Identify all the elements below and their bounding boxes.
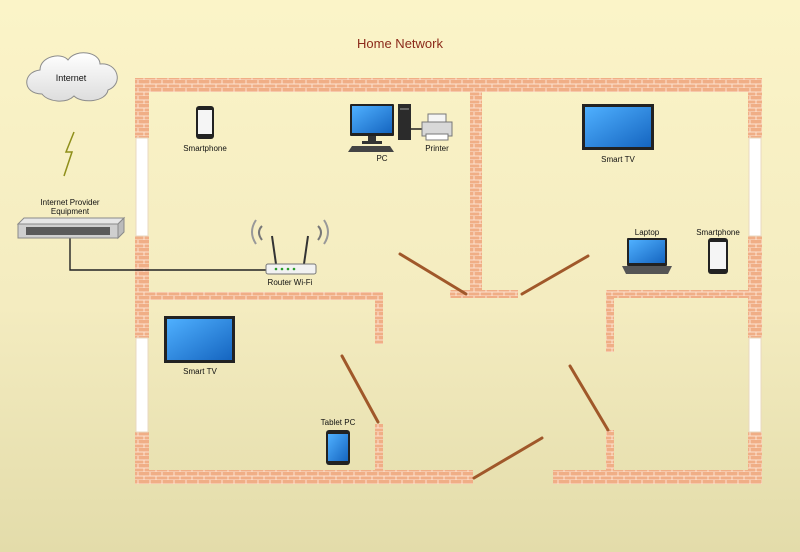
wall-center-stub-right	[482, 290, 518, 298]
pc-icon	[348, 104, 411, 152]
smart-tv-icon	[582, 104, 654, 150]
wall-right-room-horizontal	[606, 290, 748, 298]
wall-left-room-vertical	[375, 300, 383, 344]
laptop-label: Laptop	[634, 228, 660, 237]
wall-bottom-left	[135, 470, 473, 484]
lightning-icon	[63, 131, 75, 177]
smartphone-icon	[708, 238, 728, 274]
wall-left-upper	[135, 78, 149, 138]
router-label: Router Wi-Fi	[267, 278, 313, 287]
door-1	[398, 252, 468, 296]
tablet-icon	[326, 430, 350, 465]
smart-tv-label: Smart TV	[183, 367, 217, 376]
pc-label: PC	[376, 154, 388, 163]
smart-tv-icon	[164, 316, 235, 363]
internet-cloud-icon	[26, 52, 118, 102]
window-right-upper	[748, 137, 762, 237]
provider-switch-icon	[16, 216, 126, 240]
window-left-upper	[135, 137, 149, 237]
wall-right-mid	[748, 236, 762, 338]
wall-left-mid	[135, 236, 149, 338]
wall-left-room-door-post	[375, 424, 383, 470]
door-4	[568, 364, 610, 432]
laptop-icon	[622, 238, 672, 274]
wall-right-room-door-post	[606, 430, 614, 470]
wall-top	[135, 78, 762, 92]
door-3	[340, 354, 380, 424]
windows	[135, 137, 762, 433]
wall-left-room-horizontal	[149, 292, 383, 300]
tablet-label: Tablet PC	[320, 418, 356, 427]
provider-to-router-cable	[69, 238, 268, 271]
smartphone-label: Smartphone	[696, 228, 740, 237]
window-left-lower	[135, 337, 149, 433]
walls	[135, 78, 762, 484]
door-5	[472, 436, 544, 480]
wall-center-vertical	[470, 92, 482, 298]
door-2	[520, 254, 590, 296]
wall-bottom-right	[553, 470, 762, 484]
wall-right-room-vertical	[606, 298, 614, 352]
printer-label: Printer	[425, 144, 449, 153]
wall-right-upper	[748, 78, 762, 138]
diagram-title: Home Network	[357, 36, 443, 51]
wall-center-stub-left	[450, 290, 470, 298]
smart-tv-label: Smart TV	[601, 155, 635, 164]
router-icon	[251, 219, 329, 275]
provider-equipment-label: Internet Provider Equipment	[40, 198, 100, 216]
smartphone-label: Smartphone	[183, 144, 227, 153]
doors	[340, 252, 610, 480]
smartphone-icon	[196, 106, 214, 139]
window-right-lower	[748, 337, 762, 433]
printer-icon	[421, 113, 453, 141]
internet-label: Internet	[55, 73, 87, 83]
